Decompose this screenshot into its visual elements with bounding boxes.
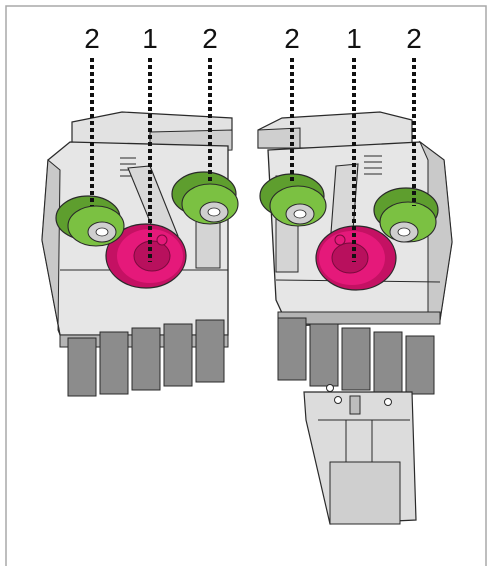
callout-label: 1 xyxy=(135,24,165,54)
right-lower-plate xyxy=(304,385,416,525)
right-comb-teeth xyxy=(278,312,440,394)
left-assembly xyxy=(42,112,238,396)
callout-label: 1 xyxy=(339,24,369,54)
right-inner-green-roller xyxy=(260,174,326,226)
callout-label: 2 xyxy=(77,24,107,54)
callout-label: 2 xyxy=(277,24,307,54)
callout-label: 2 xyxy=(195,24,225,54)
callout-label: 2 xyxy=(399,24,429,54)
